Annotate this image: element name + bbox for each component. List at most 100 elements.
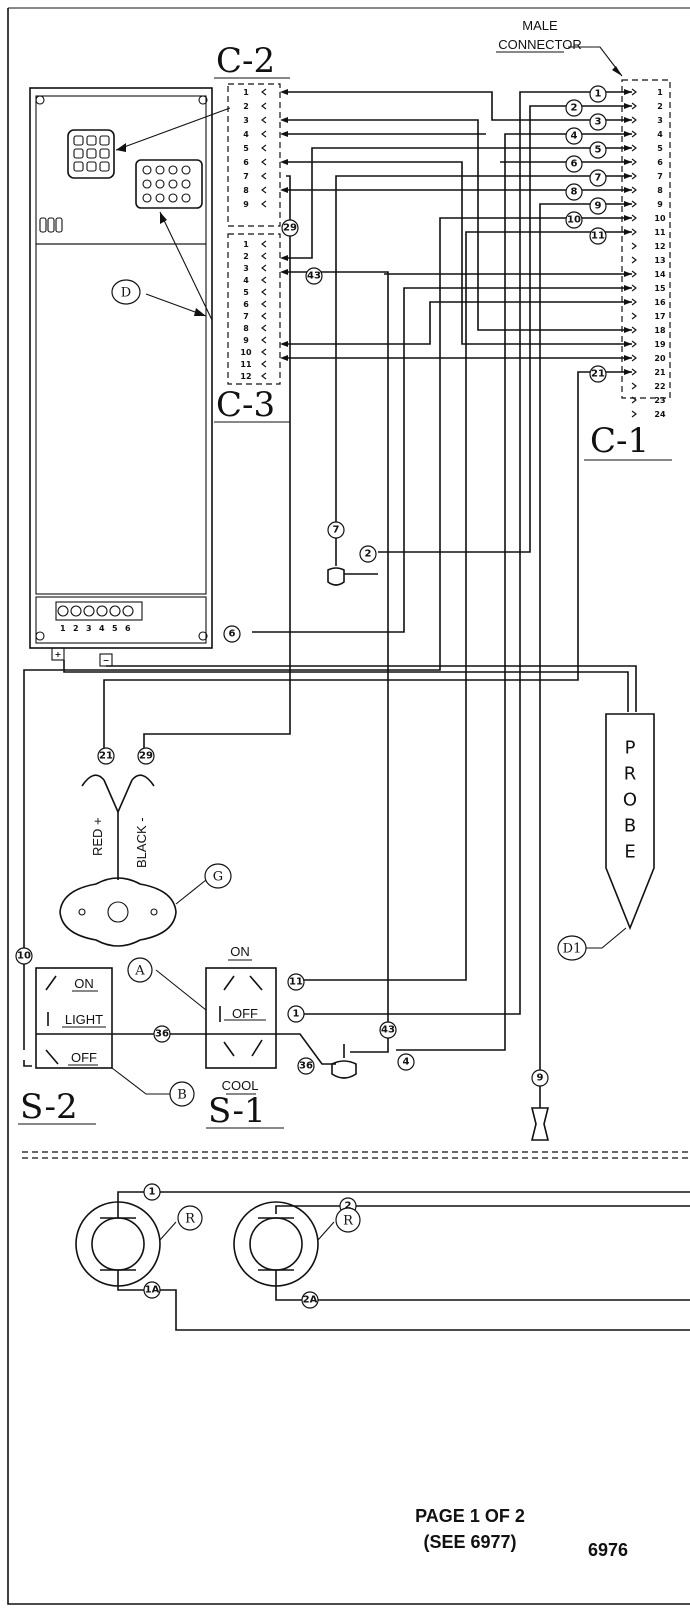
wire-number-label: 1A bbox=[145, 1285, 160, 1296]
wire-number-bubble: 9 bbox=[589, 197, 607, 215]
pin-chevron-icon bbox=[631, 298, 637, 306]
connector-pin-number: 2 bbox=[243, 102, 249, 111]
connector-pin-number: 6 bbox=[243, 158, 249, 167]
wire-number-bubble: 21 bbox=[97, 747, 115, 765]
callout-a: A bbox=[127, 957, 153, 983]
black-lead-label: BLACK - bbox=[134, 817, 149, 868]
connector-pin-number: 13 bbox=[654, 256, 665, 265]
connector-pin-number: 3 bbox=[657, 116, 663, 125]
pin-chevron-icon bbox=[631, 88, 637, 96]
pin-chevron-icon bbox=[631, 186, 637, 194]
wire-arrowheads bbox=[280, 89, 632, 375]
pin-chevron-icon bbox=[631, 242, 637, 250]
s1-on-label: ON bbox=[230, 944, 250, 959]
terminal-strip: 1 2 3 4 5 6 + − bbox=[35, 596, 207, 667]
wire-arrowhead-icon bbox=[280, 355, 288, 361]
screw-icon bbox=[35, 95, 45, 105]
pin-chevron-icon bbox=[631, 158, 637, 166]
wire-arrowhead-icon bbox=[624, 229, 632, 235]
pin-chevron-icon bbox=[261, 130, 267, 138]
terminal-number: 3 bbox=[86, 624, 92, 633]
wire-arrowhead-icon bbox=[280, 117, 288, 123]
connector-c1: MALE CONNECTOR C-1 123456789101112131415… bbox=[496, 18, 672, 461]
callout-d1: D1 bbox=[557, 935, 587, 961]
pin-chevron-icon bbox=[261, 372, 267, 380]
connector-pin-number: 9 bbox=[657, 200, 663, 209]
callout-letter: G bbox=[213, 870, 223, 885]
connector-c2-label: C-2 bbox=[216, 41, 275, 81]
callout-letter: R bbox=[185, 1212, 196, 1227]
callout-g: G bbox=[204, 863, 232, 889]
connector-pin-number: 21 bbox=[654, 368, 666, 377]
wire-arrowhead-icon bbox=[624, 173, 632, 179]
wire-number-label: 36 bbox=[155, 1029, 169, 1040]
connector-pin-number: 1 bbox=[243, 88, 249, 97]
pin-chevron-icon bbox=[261, 186, 267, 194]
pin-chevron-icon bbox=[631, 410, 637, 418]
pin-chevron-icon bbox=[631, 382, 637, 390]
connector-c1-label: C-1 bbox=[590, 421, 649, 461]
plus-terminal-label: + bbox=[55, 650, 62, 659]
wire-number-label: 2 bbox=[571, 103, 578, 114]
wire-number-bubble: 11 bbox=[287, 973, 305, 991]
pin-chevron-icon bbox=[261, 288, 267, 296]
wire-number-bubble: 2A bbox=[301, 1291, 319, 1309]
wire-number-bubble: 6 bbox=[223, 625, 241, 643]
wire-number-bubble: 36 bbox=[153, 1025, 171, 1043]
connector-pin-number: 12 bbox=[654, 242, 665, 251]
switch-s1: ON OFF COOL S-1 bbox=[155, 944, 284, 1131]
screw-icon bbox=[198, 631, 208, 641]
connector-pin-number: 5 bbox=[657, 144, 663, 153]
wire-number-label: 21 bbox=[591, 369, 605, 380]
wire-number-bubble: 2 bbox=[359, 545, 377, 563]
terminal-number: 6 bbox=[125, 624, 131, 633]
probe-letter: O bbox=[623, 790, 637, 811]
wire-arrowhead-icon bbox=[280, 255, 288, 261]
screw-icon bbox=[198, 95, 208, 105]
connector-pin-number: 23 bbox=[654, 396, 665, 405]
wire-arrowhead-icon bbox=[624, 341, 632, 347]
pin-chevron-icon bbox=[261, 336, 267, 344]
pin-chevron-icon bbox=[261, 116, 267, 124]
screw-icon bbox=[35, 631, 45, 641]
connector-pin-number: 14 bbox=[654, 270, 666, 279]
probe-letter: B bbox=[624, 816, 636, 837]
pin-chevron-icon bbox=[631, 144, 637, 152]
wire-number-label: 43 bbox=[381, 1025, 395, 1036]
wire-number-label: 36 bbox=[299, 1061, 313, 1072]
connector-pin-number: 1 bbox=[243, 240, 249, 249]
connector-pin-number: 3 bbox=[243, 264, 249, 273]
probe-letter: P bbox=[625, 738, 636, 759]
wire-arrowhead-icon bbox=[624, 285, 632, 291]
pin-chevron-icon bbox=[631, 172, 637, 180]
wire-arrowhead-icon bbox=[280, 187, 288, 193]
wire-number-bubble: 4 bbox=[397, 1053, 415, 1071]
pin-chevron-icon bbox=[261, 240, 267, 248]
connector-pin-number: 5 bbox=[243, 144, 249, 153]
page-frame bbox=[7, 8, 690, 1605]
wire-arrowhead-icon bbox=[624, 145, 632, 151]
callout-letter: D bbox=[121, 286, 131, 301]
wire-number-bubble: 21 bbox=[589, 365, 607, 383]
wire-number-bubble: 10 bbox=[565, 211, 583, 229]
wire-arrowhead-icon bbox=[624, 299, 632, 305]
wire-arrowhead-icon bbox=[280, 341, 288, 347]
wire-arrowhead-icon bbox=[280, 131, 288, 137]
wire-number-bubble: 3 bbox=[589, 113, 607, 131]
s1-off-label: OFF bbox=[232, 1006, 258, 1021]
connector-pin-number: 7 bbox=[243, 312, 249, 321]
wire-arrowhead-icon bbox=[624, 89, 632, 95]
wire-arrowhead-icon bbox=[280, 89, 288, 95]
wire-number-label: 1 bbox=[149, 1187, 156, 1198]
wire-number-label: 1 bbox=[293, 1009, 300, 1020]
wire-number-label: 21 bbox=[99, 751, 113, 762]
relay-r2 bbox=[233, 1201, 335, 1287]
connector-pin-number: 1 bbox=[657, 88, 663, 97]
wire-number-label: 43 bbox=[307, 271, 321, 282]
connector-pin-number: 11 bbox=[240, 360, 252, 369]
pin-chevron-icon bbox=[631, 368, 637, 376]
wire-number-label: 4 bbox=[571, 131, 578, 142]
wire-number-bubble: 29 bbox=[137, 747, 155, 765]
callout-letter: A bbox=[134, 964, 145, 979]
